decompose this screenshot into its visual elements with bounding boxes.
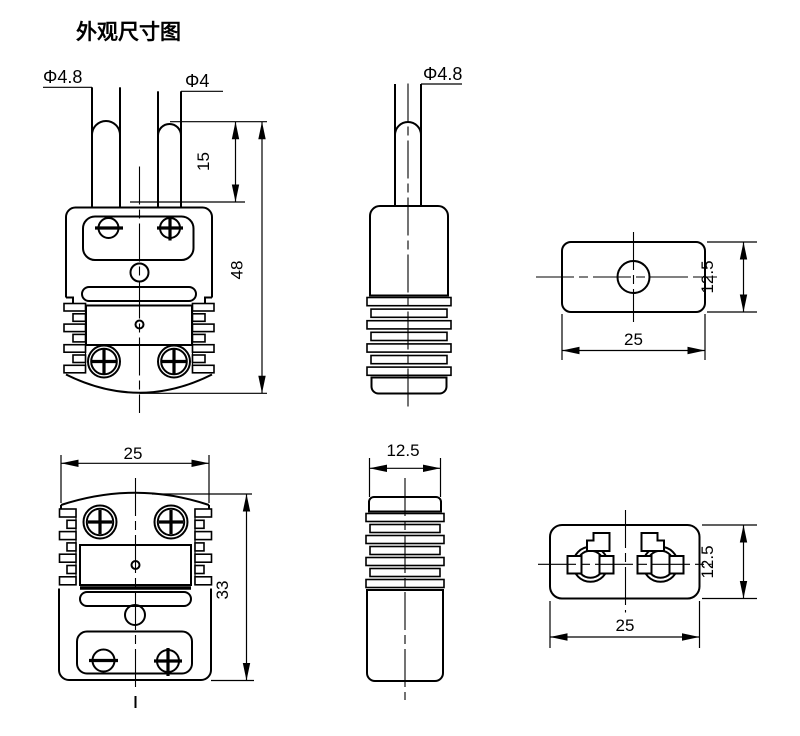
contact-tab	[640, 532, 665, 552]
rib-bar	[72, 333, 87, 343]
rib-bar	[366, 366, 452, 377]
rib-bar	[194, 553, 213, 564]
rib-bar	[191, 312, 206, 323]
rib-bar	[191, 364, 215, 374]
rib-bar	[366, 296, 452, 307]
rib-bar	[72, 354, 87, 364]
ribs-right	[194, 508, 213, 586]
dim-label-33: 33	[213, 581, 232, 600]
rib-bar	[191, 343, 215, 354]
dim-depth: 12.5	[368, 441, 442, 497]
rib-bar	[194, 508, 213, 518]
slot-screw-icon	[95, 217, 123, 239]
rib-bar	[58, 575, 77, 586]
socket-front-view: 25 33	[58, 444, 254, 708]
dim-width: 25	[561, 314, 706, 360]
plug-bottom-curve	[65, 373, 213, 394]
rib-bar	[66, 519, 77, 530]
plug-side-endcap	[370, 376, 448, 395]
dim-pin-diameter: Φ4.8	[421, 64, 462, 85]
dim-label-25: 25	[624, 330, 643, 349]
phillips-screw-icon	[157, 216, 183, 241]
rib-bar	[63, 323, 87, 333]
rib-bar	[63, 302, 87, 312]
pin-side	[394, 84, 422, 206]
contact-left	[566, 532, 615, 583]
screw-recess	[82, 215, 195, 261]
dim-height: 33	[152, 493, 254, 682]
rib-bar	[191, 354, 206, 364]
phillips-screw-icon	[153, 504, 189, 540]
rib-bar	[370, 331, 448, 342]
ribs-left	[58, 508, 77, 586]
dim-pin-length: 15	[130, 121, 267, 203]
rib-bar	[194, 530, 213, 541]
rib-bar	[370, 354, 448, 365]
rib-bar	[366, 319, 452, 330]
phillips-screw-icon	[154, 648, 182, 676]
phillips-screw-icon	[157, 344, 191, 379]
socket-side-view: 12.5	[365, 441, 445, 700]
socket-face-body	[549, 524, 701, 600]
rib-bar	[66, 564, 77, 575]
dim-label-25: 25	[616, 616, 635, 635]
page-title: 外观尺寸图	[76, 20, 181, 44]
rib-bar	[194, 575, 213, 586]
ribs-left	[63, 302, 87, 374]
dim-label-12-5: 12.5	[386, 441, 419, 460]
dim-label-12-5: 12.5	[698, 260, 717, 293]
rib-bar	[191, 323, 215, 333]
screw-recess	[76, 630, 193, 675]
slot-screw-icon	[89, 648, 118, 673]
socket-side-cap	[368, 496, 442, 513]
plug-body-step	[66, 296, 212, 303]
rib-bar	[58, 553, 77, 564]
rib-bar	[66, 542, 77, 552]
dim-label-phi48: Φ4.8	[43, 67, 82, 87]
dim-pin-right-diameter: Φ4	[181, 71, 223, 92]
dim-label-25: 25	[124, 444, 143, 463]
ribs-side	[366, 296, 452, 377]
rib-bar	[58, 508, 77, 518]
rib-bar	[370, 308, 448, 319]
rib-bar	[58, 530, 77, 541]
dim-label-48: 48	[228, 261, 247, 280]
contact-right	[636, 532, 685, 583]
dim-width: 25	[549, 601, 701, 648]
plug-body-upper	[65, 206, 213, 298]
plug-top-view: 12.5 25	[536, 232, 757, 360]
rib-bar	[63, 343, 87, 354]
rib-bar	[194, 564, 205, 575]
rib-bar	[63, 364, 87, 374]
dim-label-12-5: 12.5	[698, 545, 717, 578]
contact-tab	[586, 532, 611, 552]
rib-bar	[366, 343, 452, 353]
socket-face-view: 12.5 25	[538, 510, 757, 648]
dim-label-phi48: Φ4.8	[423, 64, 462, 84]
pin-left	[91, 87, 121, 209]
plug-side-body	[369, 205, 449, 297]
dim-label-15: 15	[194, 152, 213, 171]
socket-side-body	[366, 589, 444, 682]
rib-bar	[72, 312, 87, 323]
dim-label-phi4: Φ4	[185, 71, 209, 91]
dim-pin-left-diameter: Φ4.8	[43, 67, 92, 88]
dim-depth: 12.5	[698, 524, 757, 600]
phillips-screw-icon	[87, 344, 121, 379]
rib-bar	[194, 542, 205, 552]
dim-overall-height: 48	[139, 121, 267, 394]
pin-right	[157, 91, 182, 209]
dim-width: 25	[60, 444, 210, 503]
rib-bar	[191, 333, 206, 343]
dim-depth: 12.5	[698, 241, 757, 313]
rib-bar	[191, 302, 215, 312]
rib-bar	[194, 519, 205, 530]
ribs-right	[191, 302, 215, 374]
plug-front-view: Φ4.8 Φ4	[43, 67, 267, 413]
plug-side-view: Φ4.8	[366, 64, 462, 408]
phillips-screw-icon	[82, 504, 118, 540]
